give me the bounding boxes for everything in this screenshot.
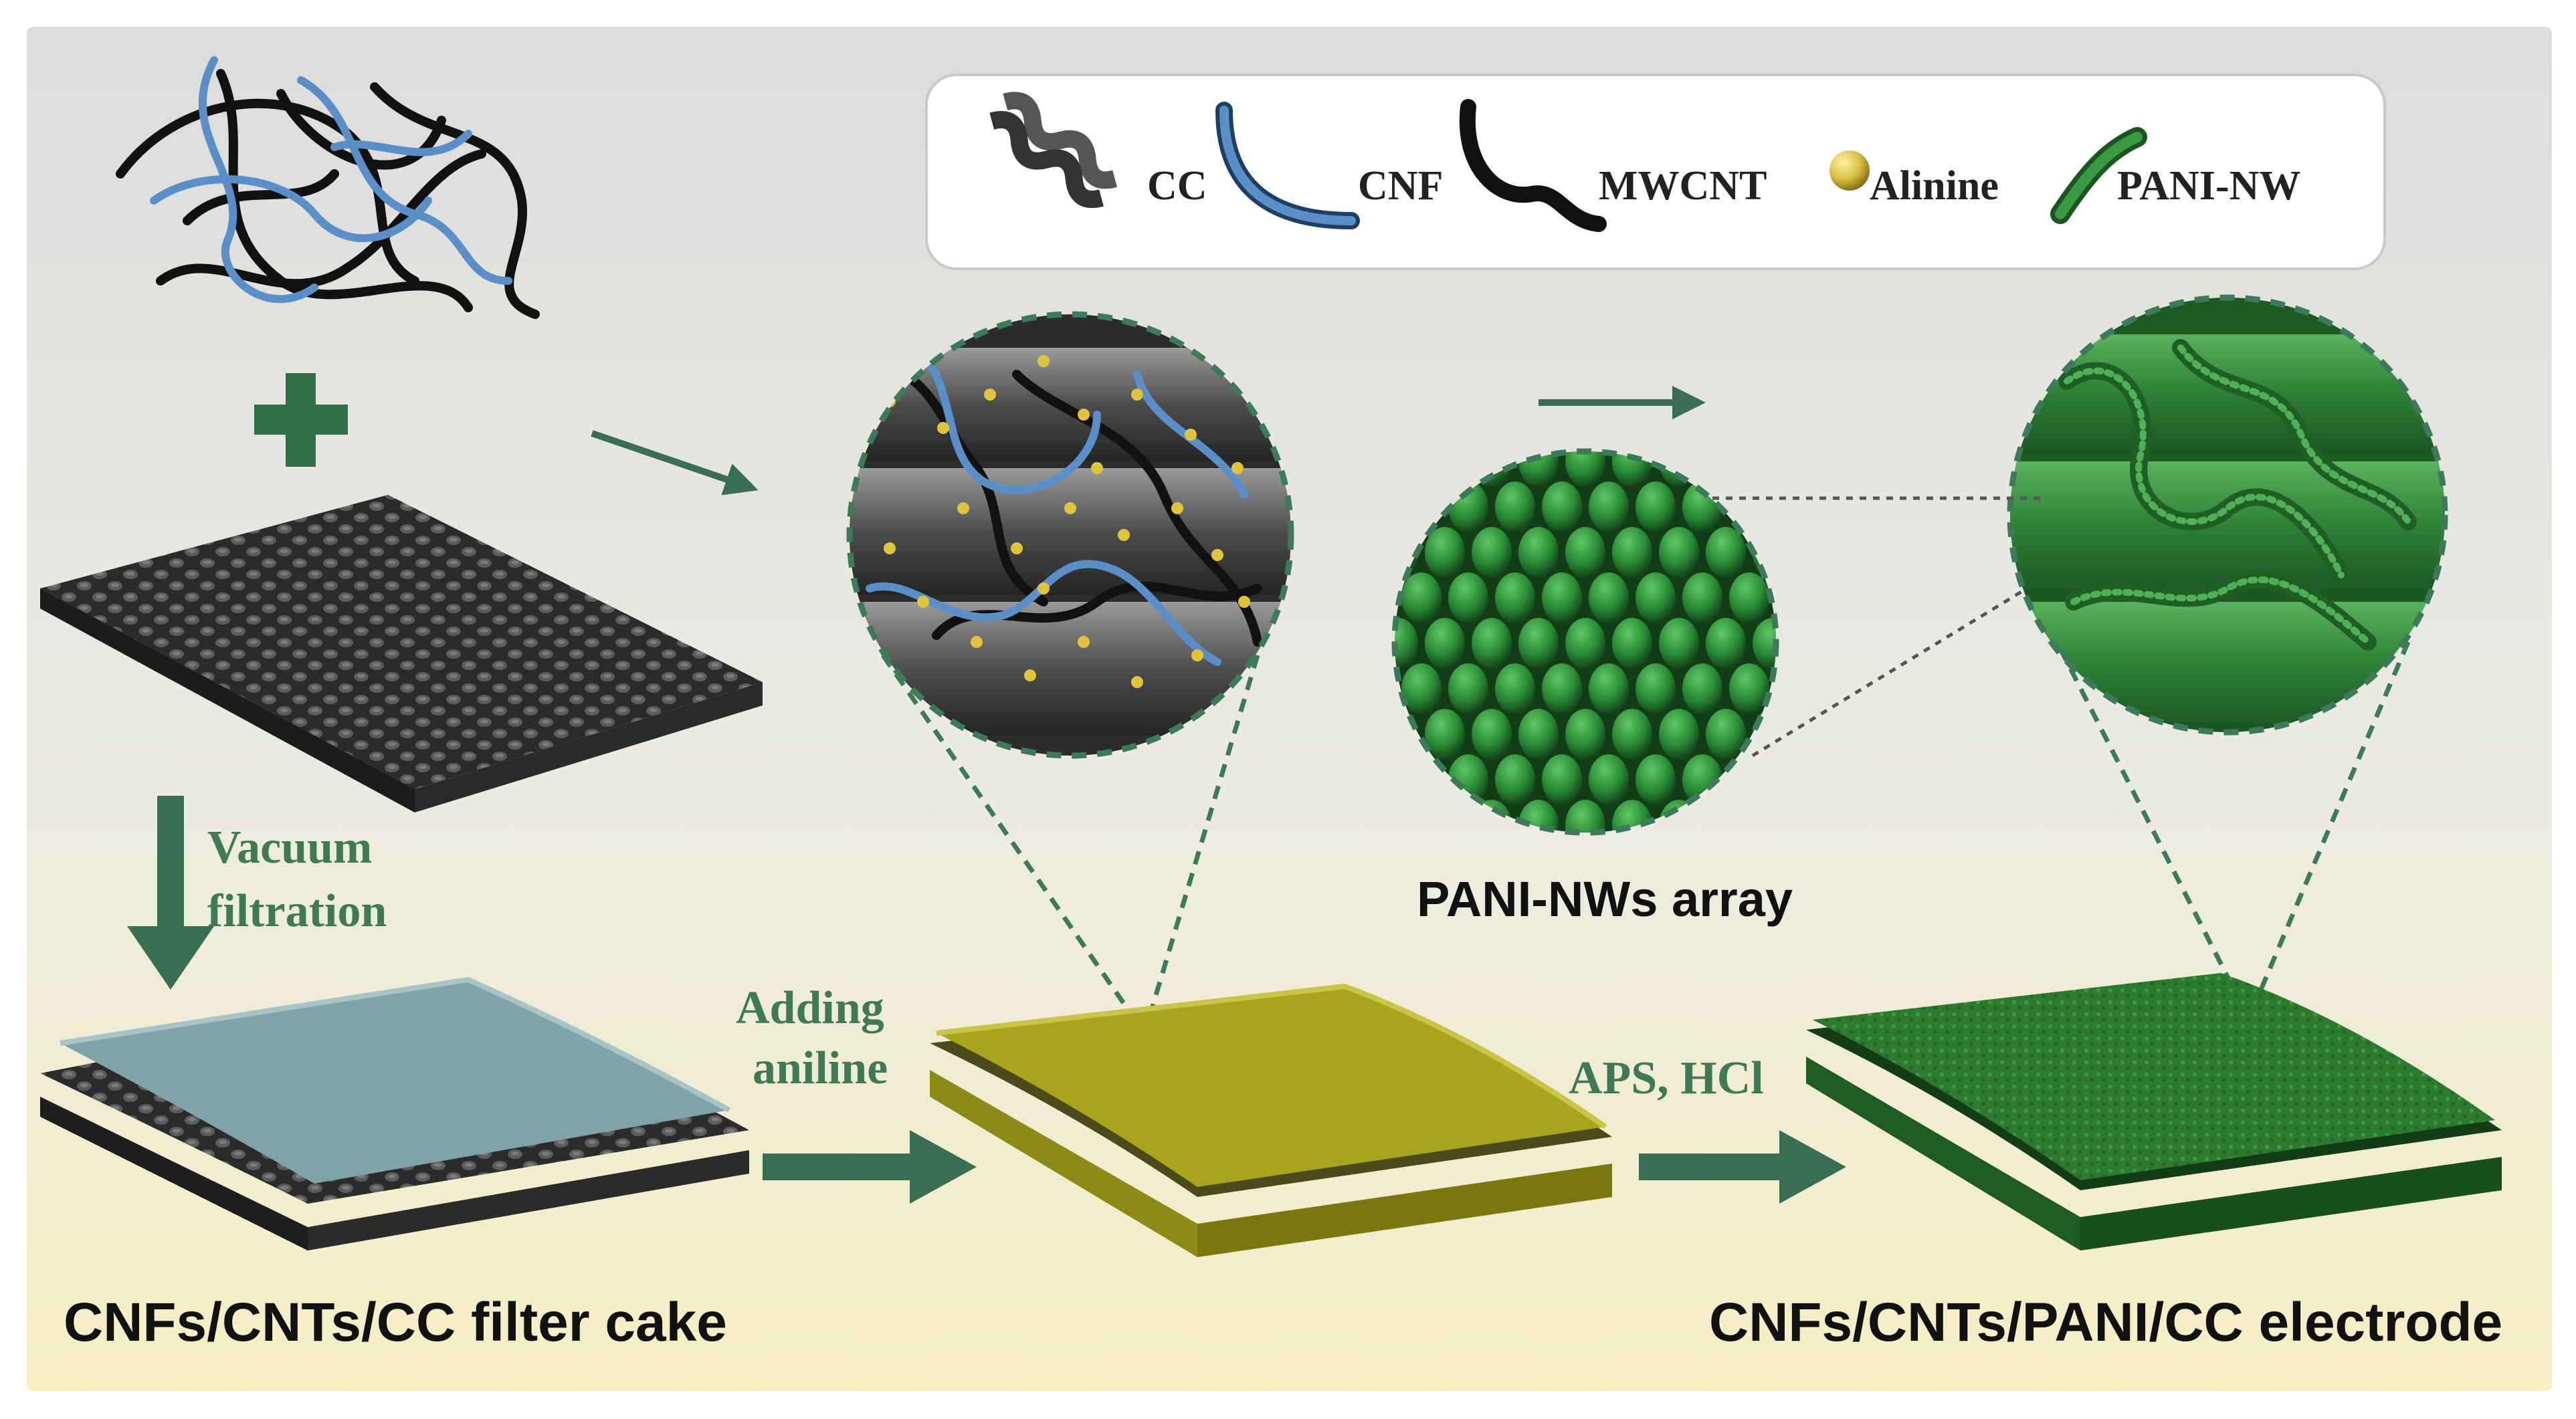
mwcnt-fiber-icon: [1459, 99, 1607, 232]
arrow-aps-hcl: [1639, 1130, 1846, 1204]
nanowire-tip: [1542, 754, 1582, 805]
nanowire-tip: [1565, 527, 1605, 578]
nanowire-tip: [1612, 451, 1652, 487]
nanowire-tip: [1448, 663, 1488, 714]
legend: CC CNF MWCNT Alinine PANI-NW: [925, 74, 2386, 270]
aniline-dot-icon: [1829, 150, 1870, 191]
nanowire-tip: [1706, 527, 1746, 578]
step-aps-hcl-label: APS, HCl: [1569, 1053, 1764, 1104]
nanowire-tip: [1636, 572, 1676, 623]
nanowire-tip: [1589, 754, 1629, 805]
zoom-circle-cc-fibers: [846, 311, 1294, 1014]
step-adding-label: Adding: [736, 982, 884, 1034]
legend-label-cc: CC: [1147, 163, 1207, 209]
cnf-mwcnt-tangle: [116, 56, 540, 319]
nanowire-tip: [1448, 572, 1488, 623]
nanowire-tip: [1495, 481, 1535, 532]
pani-nws-array-label: PANI-NWs array: [1417, 871, 1793, 927]
arrow-adding-aniline: [763, 1130, 977, 1204]
nanowire-tip: [1401, 572, 1442, 623]
nanowire-tip: [1518, 527, 1559, 578]
step-filtration-label: filtration: [207, 885, 387, 937]
nanowire-tip: [1472, 527, 1512, 578]
nanowire-tip: [1542, 572, 1582, 623]
nanowire-tip: [1612, 527, 1652, 578]
filter-cake-label: CNFs/CNTs/CC filter cake: [64, 1292, 727, 1353]
nanowire-tip: [1612, 618, 1652, 669]
step-vacuum-label: Vacuum: [207, 822, 372, 873]
carbon-cloth-fiber-icon: [989, 92, 1118, 208]
nanowire-tip: [1565, 451, 1605, 487]
nanowire-tip: [1682, 572, 1722, 623]
nanowire-tip: [1659, 527, 1699, 578]
nanowire-tip: [1518, 451, 1559, 487]
zoom-circle-pani-fibers: [1659, 294, 2448, 991]
nanowire-tip: [1565, 618, 1605, 669]
nanowire-tip: [1636, 754, 1676, 805]
nanowire-tip: [1518, 618, 1559, 669]
nanowire-tip: [1682, 663, 1722, 714]
nanowire-tip: [1753, 618, 1776, 669]
nanowire-tip: [1542, 663, 1582, 714]
nanowire-tip: [1706, 709, 1746, 760]
pani-electrode-sheet: [1806, 973, 2502, 1250]
arrow-to-zoom-1: [591, 430, 759, 496]
filter-cake: [40, 976, 749, 1250]
legend-label-mwcnt: MWCNT: [1599, 163, 1767, 209]
legend-label-pani-nw: PANI-NW: [2117, 163, 2300, 209]
arrow-vacuum-filtration: [127, 796, 214, 990]
nanowire-tip: [1395, 618, 1418, 669]
nanowire-tip: [1659, 618, 1699, 669]
legend-label-aniline: Alinine: [1870, 163, 1999, 209]
nanowire-tip: [1589, 481, 1629, 532]
step-aniline-label: aniline: [753, 1043, 888, 1094]
nanowire-tip: [1636, 663, 1676, 714]
nanowire-tip: [1612, 800, 1652, 833]
nanowire-tip: [1659, 709, 1699, 760]
legend-label-cnf: CNF: [1358, 163, 1443, 209]
nanowire-tip: [1495, 754, 1535, 805]
nanowire-tip: [1612, 709, 1652, 760]
nanowire-tip: [1729, 572, 1769, 623]
nanowire-tip: [1565, 709, 1605, 760]
nanowire-tip: [1589, 572, 1629, 623]
nanowire-tip: [1495, 572, 1535, 623]
nanowire-tip: [1401, 663, 1442, 714]
nanowire-tip: [1518, 800, 1559, 833]
nanowire-tip: [1542, 481, 1582, 532]
nanowire-tip: [1425, 618, 1465, 669]
plus-icon: [254, 373, 348, 467]
nanowire-tip: [1495, 663, 1535, 714]
nanowire-tip: [1425, 527, 1465, 578]
nanowire-tip: [1518, 709, 1559, 760]
aniline-loaded-sheet: [930, 983, 1612, 1257]
nanowire-tip: [1425, 709, 1465, 760]
nanowire-tip: [1729, 663, 1769, 714]
nanowire-tip: [1636, 481, 1676, 532]
nanowire-tip: [1472, 709, 1512, 760]
carbon-cloth: [40, 495, 763, 812]
electrode-label: CNFs/CNTs/PANI/CC electrode: [1709, 1292, 2502, 1353]
nanowire-tip: [1589, 663, 1629, 714]
nanowire-tip: [1706, 618, 1746, 669]
nanowire-tip: [1472, 618, 1512, 669]
nanowire-tip: [1565, 800, 1605, 833]
